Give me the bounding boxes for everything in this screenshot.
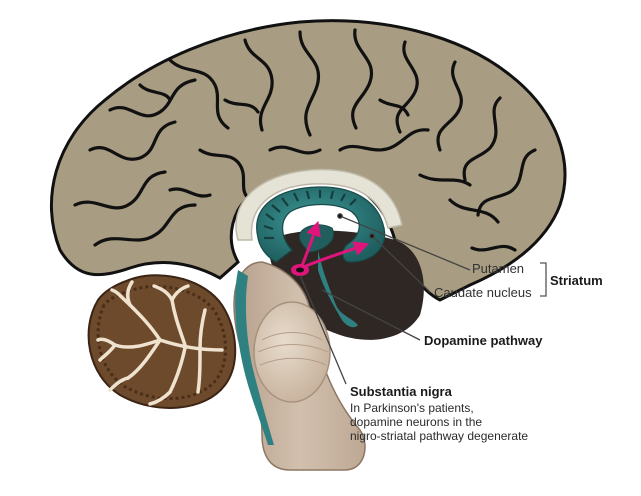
caudate-nucleus-label: Caudate nucleus bbox=[434, 285, 532, 300]
fourth-ventricle bbox=[235, 270, 274, 445]
ventricle-channel bbox=[318, 250, 358, 328]
putamen-label: Putamen bbox=[472, 261, 525, 276]
arbor-vitae bbox=[96, 280, 224, 406]
substantia-nigra-label: Substantia nigra bbox=[350, 384, 452, 399]
dopamine-arrows bbox=[300, 220, 370, 268]
nigra-description-line-3: nigro-striatal pathway degenerate bbox=[350, 429, 529, 443]
dopamine-pathway-label: Dopamine pathway bbox=[424, 333, 543, 348]
sulci bbox=[73, 28, 537, 252]
leader-lines bbox=[299, 213, 547, 385]
striatum-striations bbox=[263, 190, 357, 240]
striatum-label: Striatum bbox=[550, 273, 603, 288]
pons bbox=[253, 301, 331, 403]
nigra-description-line-1: In Parkinson's patients, bbox=[350, 401, 474, 415]
cerebral-cortex bbox=[49, 19, 567, 302]
nigra-description-line-2: dopamine neurons in the bbox=[350, 415, 483, 429]
cerebellum bbox=[87, 274, 237, 409]
corpus-callosum bbox=[235, 168, 403, 241]
